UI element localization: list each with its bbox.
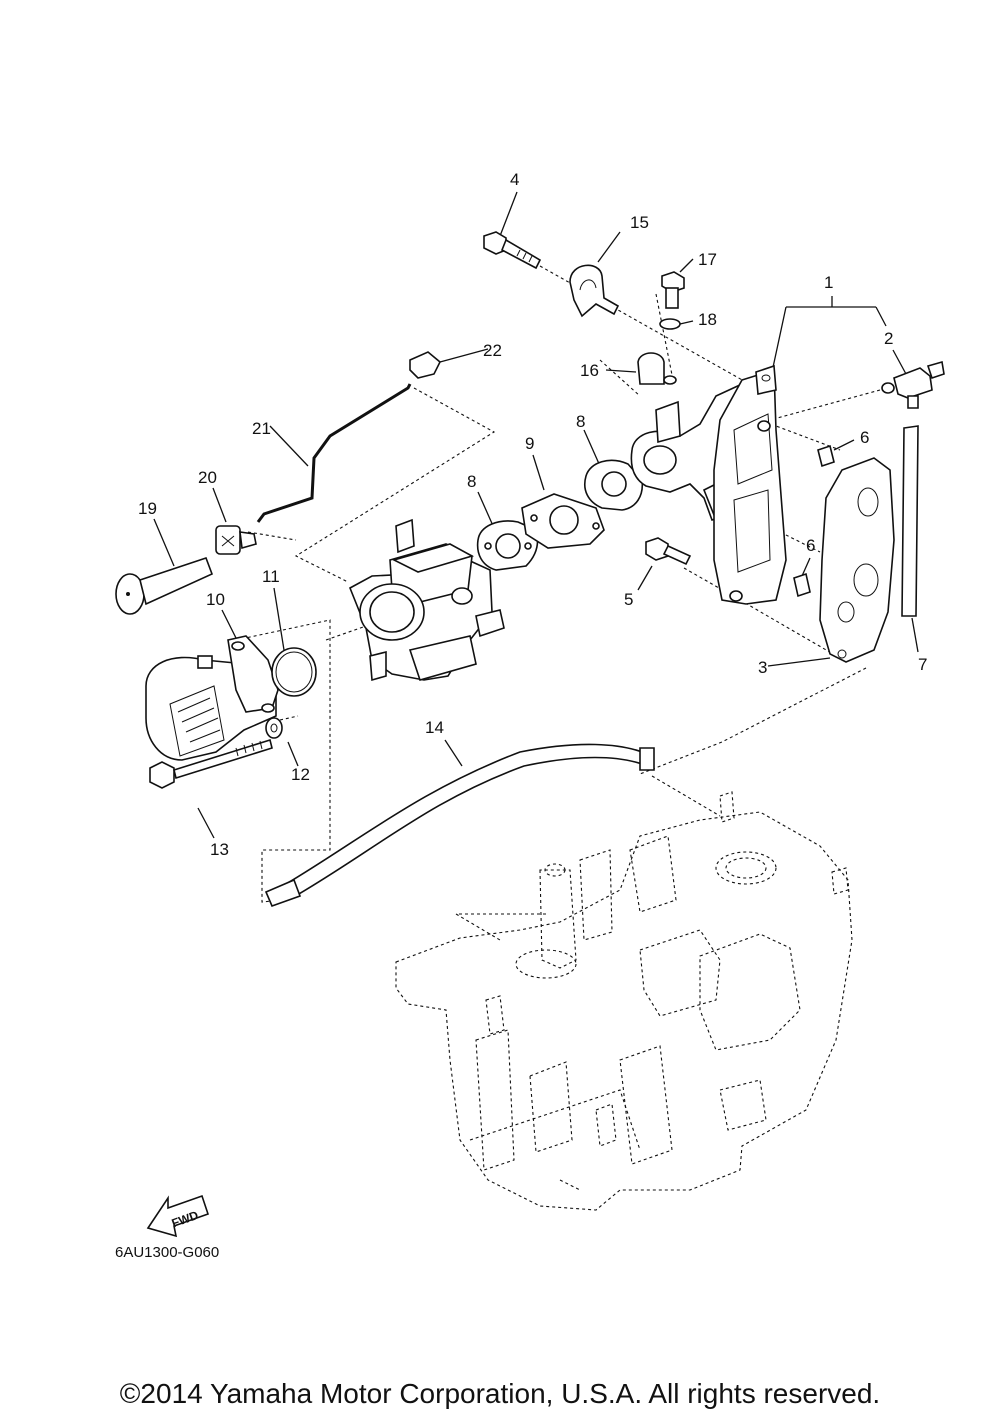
nut-12: [265, 717, 283, 739]
bolt-13: [149, 738, 273, 789]
bolt-17: [661, 271, 685, 309]
bolt-4: [483, 231, 542, 270]
callout-8b[interactable]: 8: [467, 472, 476, 491]
callout-7[interactable]: 7: [918, 655, 927, 674]
callout-1[interactable]: 1: [824, 273, 833, 292]
callout-4[interactable]: 4: [510, 170, 519, 189]
hose-14: [264, 743, 655, 908]
callout-17[interactable]: 17: [698, 250, 717, 269]
callout-3[interactable]: 3: [758, 658, 767, 677]
callout-18[interactable]: 18: [698, 310, 717, 329]
alignment-lines: [235, 265, 881, 941]
dowel-pin-6a: [817, 444, 835, 468]
callout-21[interactable]: 21: [252, 419, 271, 438]
callout-11[interactable]: 11: [262, 567, 280, 586]
callout-13[interactable]: 13: [210, 840, 229, 859]
callout-16[interactable]: 16: [580, 361, 599, 380]
callout-6a[interactable]: 6: [860, 428, 869, 447]
dowel-pin-6b: [793, 572, 811, 598]
callout-2[interactable]: 2: [884, 329, 893, 348]
callout-labels: 1 2 3 4 5 6 6 7 8 8 9 10 11 12 13 14 15 …: [138, 170, 927, 859]
knob-20: [215, 525, 257, 555]
diagram-code: 6AU1300-G060: [115, 1244, 220, 1261]
fwd-arrow-icon: FWD: [146, 1194, 210, 1238]
callout-12[interactable]: 12: [291, 765, 310, 784]
callout-22[interactable]: 22: [483, 341, 502, 360]
insulator-9: [521, 493, 605, 549]
fitting-2: [881, 360, 945, 409]
callout-9[interactable]: 9: [525, 434, 534, 453]
bolt-5: [645, 537, 692, 566]
callout-19[interactable]: 19: [138, 499, 157, 518]
clip-22: [409, 351, 441, 379]
pin-19: [115, 556, 214, 615]
collar-16: [637, 352, 677, 385]
engine-block: [395, 791, 853, 1211]
callout-8a[interactable]: 8: [576, 412, 585, 431]
gasket-8-left: [476, 520, 539, 571]
gasket-3: [819, 457, 895, 663]
copyright-notice: ©2014 Yamaha Motor Corporation, U.S.A. A…: [119, 1378, 881, 1409]
carburetor: [348, 518, 505, 682]
link-rod-21: [256, 383, 412, 523]
hose-7: [901, 425, 919, 617]
gasket-8-right: [584, 459, 644, 511]
callout-14[interactable]: 14: [425, 718, 444, 737]
callout-10[interactable]: 10: [206, 590, 225, 609]
washer-18: [659, 318, 681, 330]
leader-lines: [153, 191, 919, 839]
callout-6b[interactable]: 6: [806, 536, 815, 555]
o-ring-11: [271, 647, 317, 697]
callout-15[interactable]: 15: [630, 213, 649, 232]
intake-plate-1: [713, 364, 787, 605]
intake-silencer-10: [145, 635, 279, 761]
clamp-15: [569, 264, 620, 318]
callout-5[interactable]: 5: [624, 590, 633, 609]
callout-20[interactable]: 20: [198, 468, 217, 487]
